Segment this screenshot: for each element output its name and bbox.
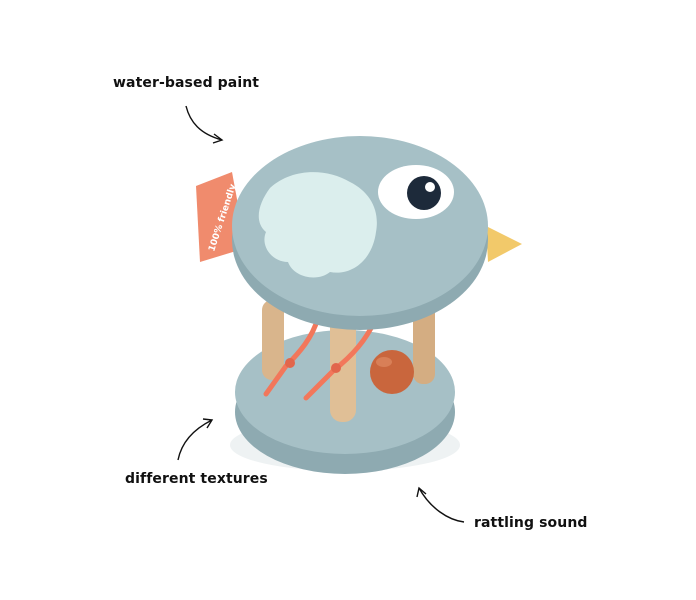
arrow-textures (177, 419, 213, 461)
eye-highlight (425, 182, 435, 192)
arrow-sound (418, 487, 465, 523)
string-knot-1 (285, 358, 295, 368)
arrow-paint (185, 105, 223, 141)
arrow-paint-head (212, 133, 224, 144)
arrow-textures-head (202, 418, 214, 429)
eye-pupil (407, 176, 441, 210)
string-knot-2 (331, 363, 341, 373)
wood-post-1 (262, 300, 284, 380)
callout-rattling-sound: rattling sound (474, 515, 588, 531)
rattle-ball-highlight (376, 357, 392, 367)
rattle-ball (370, 350, 414, 394)
wood-post-3 (330, 312, 356, 422)
wing (258, 172, 377, 278)
wood-post-2 (413, 300, 435, 384)
arrow-sound-head (416, 486, 427, 498)
callout-water-based-paint: water-based paint (113, 75, 260, 91)
beak (486, 226, 522, 262)
callout-different-textures: different textures (125, 471, 268, 487)
